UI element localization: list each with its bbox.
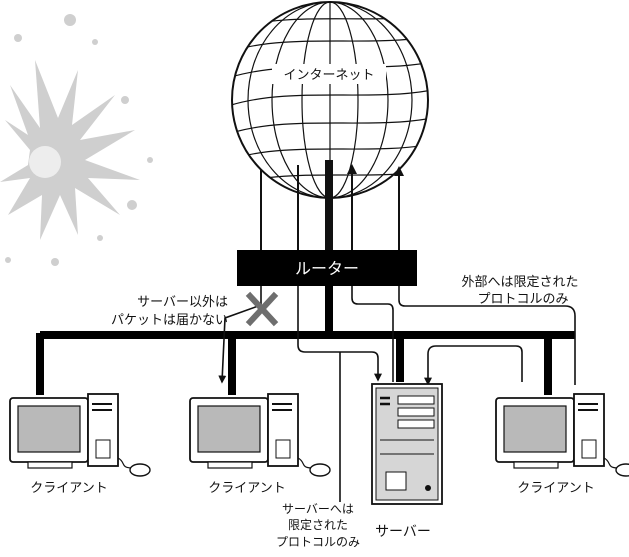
server-note-line2: 限定された bbox=[288, 517, 348, 532]
tower-server-icon bbox=[371, 383, 443, 505]
client-middle bbox=[189, 393, 331, 477]
server-label: サーバー bbox=[375, 524, 431, 540]
internet-label: インターネット bbox=[283, 68, 374, 83]
client-right bbox=[495, 393, 629, 477]
server-note-line3: プロトコルのみ bbox=[276, 535, 360, 549]
client-left bbox=[9, 393, 151, 477]
server-note-line1: サーバーへは bbox=[282, 502, 354, 516]
server bbox=[371, 383, 443, 505]
packet-paths bbox=[218, 286, 576, 502]
x-mark-icon bbox=[245, 291, 279, 327]
desktop-computer-icon bbox=[189, 393, 331, 477]
desktop-computer-icon bbox=[9, 393, 151, 477]
lan-backbone bbox=[36, 286, 575, 395]
internet-links bbox=[260, 160, 404, 250]
blocked-note-line1: サーバー以外は bbox=[137, 295, 228, 310]
external-note-line2: プロトコルのみ bbox=[477, 292, 568, 307]
client-left-label: クライアント bbox=[30, 481, 107, 496]
router-label: ルーター bbox=[295, 259, 359, 278]
external-note-line1: 外部へは限定された bbox=[461, 275, 578, 290]
router-box bbox=[237, 250, 417, 286]
explosion-splash bbox=[0, 14, 153, 266]
desktop-computer-icon bbox=[495, 393, 629, 477]
blocked-note-line2: パケットは届かない bbox=[111, 313, 228, 328]
client-middle-label: クライアント bbox=[208, 481, 285, 496]
client-right-label: クライアント bbox=[517, 481, 594, 496]
